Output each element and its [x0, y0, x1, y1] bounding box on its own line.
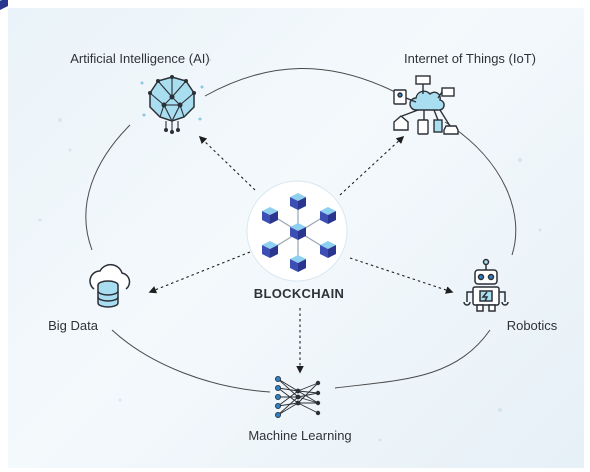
node-bigdata-label: Big Data	[48, 318, 99, 333]
neural-network-icon	[140, 75, 204, 134]
arc-bigdata-to-ai	[85, 124, 131, 251]
arc-ai-to-iot	[204, 68, 396, 97]
node-iot: Internet of Things (IoT)	[393, 51, 536, 135]
node-ml-label: Machine Learning	[248, 428, 351, 443]
arc-iot-to-robotics	[444, 121, 517, 256]
node-ai-label: Artificial Intelligence (AI)	[70, 51, 209, 66]
blockchain-cubes-icon	[0, 0, 336, 272]
arrow-to-ai	[198, 135, 256, 191]
arrow-to-iot	[339, 135, 405, 196]
node-bigdata: Big Data	[48, 263, 131, 333]
node-iot-label: Internet of Things (IoT)	[404, 51, 536, 66]
background-dots	[38, 58, 542, 442]
node-ml: Machine Learning	[248, 375, 352, 443]
node-robotics-label: Robotics	[507, 318, 558, 333]
node-ai: Artificial Intelligence (AI)	[70, 51, 210, 134]
connected-devices-icon	[393, 75, 459, 135]
arc-robotics-to-ml	[334, 329, 491, 389]
arrow-to-bigdata	[148, 251, 251, 294]
neural-layers-icon	[274, 375, 321, 418]
center-node: BLOCKCHAIN	[0, 0, 348, 301]
dotted-arrows	[148, 135, 454, 374]
connection-arcs	[85, 68, 517, 393]
robot-icon	[463, 258, 509, 312]
arc-ml-to-bigdata	[111, 329, 271, 393]
node-robotics: Robotics	[463, 258, 558, 333]
arrow-to-robotics	[349, 257, 454, 294]
center-label: BLOCKCHAIN	[254, 286, 344, 301]
cloud-database-icon	[89, 263, 131, 308]
